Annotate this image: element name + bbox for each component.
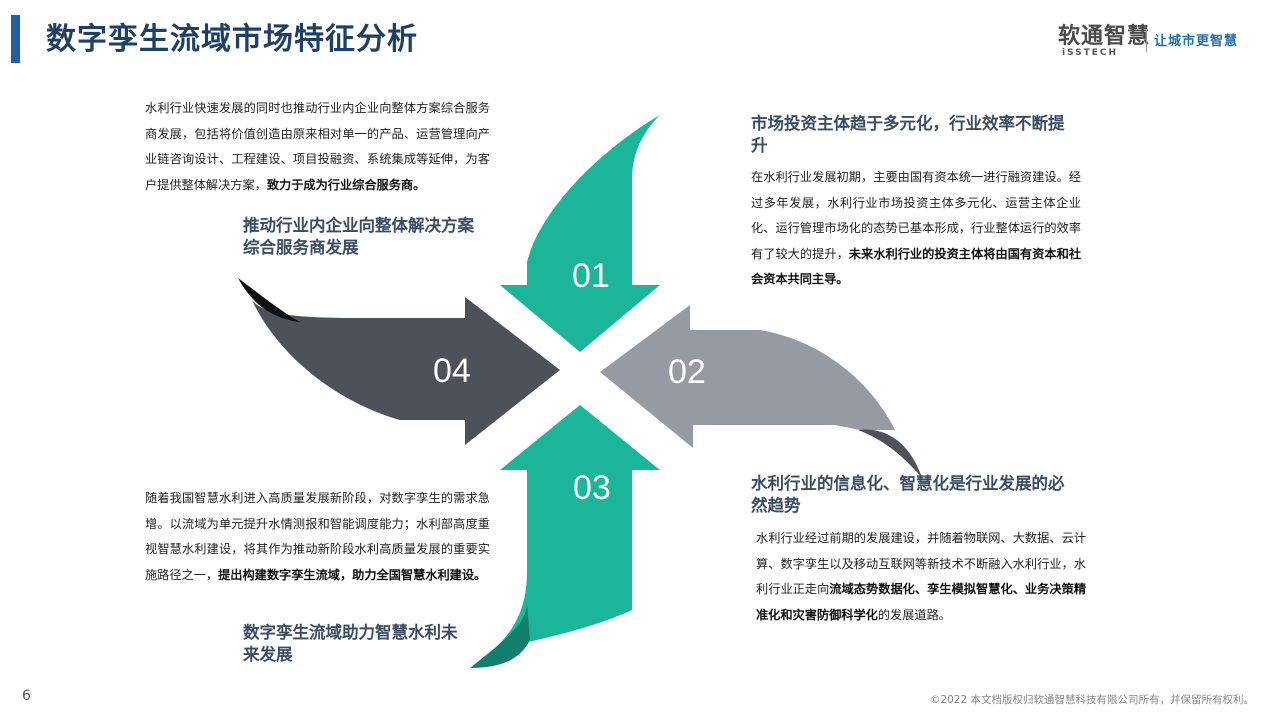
block-03-emphasis: 提出构建数字孪生流域，助力全国智慧水利建设。 [218, 567, 487, 582]
block-03-heading: 数字孪生流域助力智慧水利未来发展 [243, 623, 458, 664]
page-number: 6 [22, 688, 31, 704]
arrow-04: 04 [238, 278, 560, 445]
arrow-03-curl [470, 605, 530, 668]
block-04-heading: 推动行业内企业向整体解决方案综合服务商发展 [243, 216, 474, 257]
company-logo: 软通智慧 iSSTECH 让城市更智慧 [1058, 18, 1248, 64]
arrow-03-number: 03 [573, 469, 611, 507]
arrow-03-shape [495, 405, 660, 648]
arrow-04-shape [252, 297, 560, 445]
logo-slogan: 让城市更智慧 [1154, 34, 1239, 49]
arrow-02: 02 [600, 305, 922, 478]
arrow-02-curl [858, 429, 922, 478]
arrow-01-number: 01 [572, 257, 610, 295]
block-03-paragraph: 随着我国智慧水利进入高质量发展新阶段，对数字孪生的需求急增。以流域为单元提升水情… [145, 491, 490, 582]
arrow-01: 01 [500, 115, 660, 352]
copyright-footer: ©2022 本文档版权归软通智慧科技有限公司所有，并保留所有权利。 [929, 694, 1254, 706]
logo-subtext: iSSTECH [1062, 48, 1119, 58]
block-01-paragraph: 在水利行业发展初期，主要由国有资本统一进行融资建设。经过多年发展，水利行业市场投… [751, 170, 1082, 287]
block-02-paragraph: 水利行业经过前期的发展建设，并随着物联网、大数据、云计算、数字孪生以及移动互联网… [756, 531, 1087, 622]
block-01-emphasis: 未来水利行业的投资主体将由国有资本和社会资本共同主导。 [751, 246, 1082, 287]
arrow-02-shape [600, 305, 895, 448]
block-02-emphasis: 流域态势数据化、孪生模拟智慧化、业务决策精准化和灾害防御科学化 [756, 582, 1087, 622]
block-04-paragraph: 水利行业快速发展的同时也推动行业内企业向整体方案综合服务商发展，包括将价值创造由… [145, 101, 490, 192]
title-accent-bar [11, 15, 20, 63]
arrow-01-shape [500, 115, 660, 352]
block-04-emphasis: 致力于成为行业综合服务商。 [266, 177, 426, 192]
arrow-02-number: 02 [668, 353, 706, 391]
logo-text: 软通智慧 [1058, 24, 1151, 49]
arrow-03: 03 [470, 405, 660, 668]
block-02-heading: 水利行业的信息化、智慧化是行业发展的必然趋势 [751, 474, 1065, 515]
arrow-04-number: 04 [433, 352, 471, 390]
block-01-heading: 市场投资主体趋于多元化，行业效率不断提升 [751, 114, 1065, 155]
page-title: 数字孪生流域市场特征分析 [46, 22, 418, 57]
logo-separator [1146, 30, 1147, 52]
